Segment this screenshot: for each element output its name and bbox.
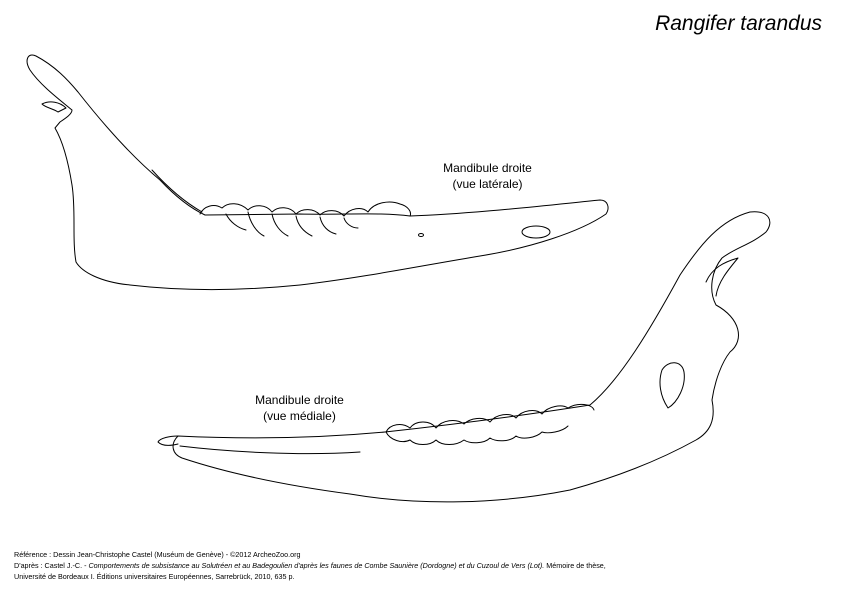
reference-line-2: D'après : Castel J.-C. - Comportements d… — [14, 560, 834, 571]
medial-mandible-process — [705, 257, 739, 297]
lateral-view-subtitle: (vue latérale) — [452, 177, 523, 191]
medial-tooth-row — [385, 403, 595, 433]
species-name: Rangifer tarandus — [655, 12, 822, 35]
lateral-mandible-ridge — [151, 169, 203, 213]
medial-view-label: Mandibule droite (vue médiale) — [232, 392, 367, 424]
mental-foramen-small — [418, 233, 424, 237]
medial-view-subtitle: (vue médiale) — [263, 409, 336, 423]
medial-tooth-lower — [385, 425, 569, 445]
mental-foramen-large — [521, 225, 551, 239]
reference-line-1: Référence : Dessin Jean-Christophe Caste… — [14, 550, 301, 559]
references: Référence : Dessin Jean-Christophe Caste… — [14, 549, 834, 583]
lateral-mandible-notch — [41, 101, 67, 113]
medial-mandible-outline — [172, 211, 771, 503]
lateral-tooth-row — [199, 201, 411, 217]
incisor-tip — [157, 435, 179, 446]
reference-line-2-prefix: D'après : Castel J.-C. - — [14, 561, 89, 571]
lateral-mandible-outline — [26, 54, 609, 291]
reference-line-2-title: Comportements de subsistance au Solutrée… — [88, 561, 545, 571]
reference-line-3: Université de Bordeaux I. Éditions unive… — [14, 572, 295, 582]
reference-line-2-suffix: Mémoire de thèse, — [544, 561, 606, 571]
medial-mandible-drawing — [157, 211, 771, 503]
lateral-mandible-drawing — [26, 54, 609, 291]
lateral-view-title: Mandibule droite — [443, 161, 532, 175]
lateral-view-label: Mandibule droite (vue latérale) — [420, 160, 555, 192]
lateral-tooth-roots — [225, 211, 359, 237]
medial-symphysis-line — [179, 445, 361, 455]
medial-view-title: Mandibule droite — [255, 393, 344, 407]
mandibular-foramen — [659, 362, 685, 409]
